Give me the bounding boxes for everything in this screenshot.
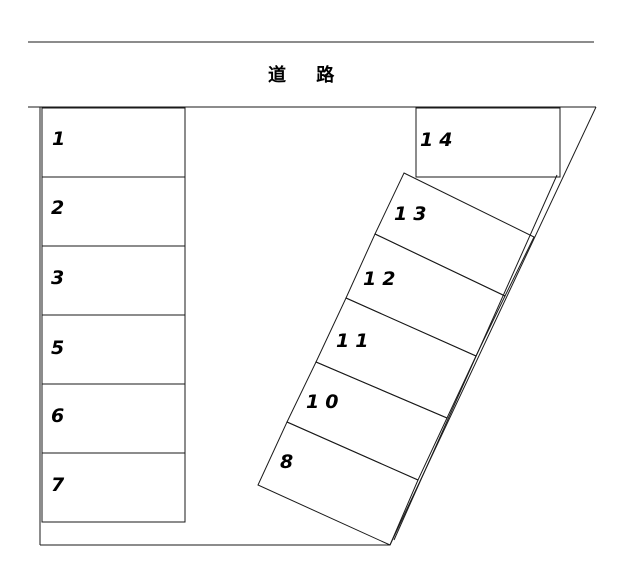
stall-14 — [415, 107, 561, 178]
lot-boundary — [28, 106, 597, 546]
stall-label-13: 13 — [394, 203, 432, 225]
stall-label-5: 5 — [51, 337, 70, 359]
stall-label-2: 2 — [51, 197, 70, 219]
left-stall-column — [41, 107, 186, 523]
stall-10 — [286, 361, 448, 481]
stall-label-10: 10 — [306, 391, 344, 413]
stall-label-8: 8 — [280, 451, 299, 473]
slanted-stall-column — [257, 172, 535, 546]
road-label: 道 路 — [268, 64, 346, 86]
stall-label-11: 11 — [336, 330, 374, 352]
stall-label-6: 6 — [51, 405, 70, 427]
stall-label-3: 3 — [51, 267, 70, 289]
stall-7 — [41, 452, 186, 523]
stall-labels: 1 2 3 5 6 7 8 10 11 12 13 14 — [51, 128, 458, 496]
stall-label-12: 12 — [363, 268, 401, 290]
stall-label-14: 14 — [420, 129, 458, 151]
stall-label-7: 7 — [51, 474, 70, 496]
stall-label-1: 1 — [52, 128, 71, 150]
stall-8 — [257, 421, 419, 546]
